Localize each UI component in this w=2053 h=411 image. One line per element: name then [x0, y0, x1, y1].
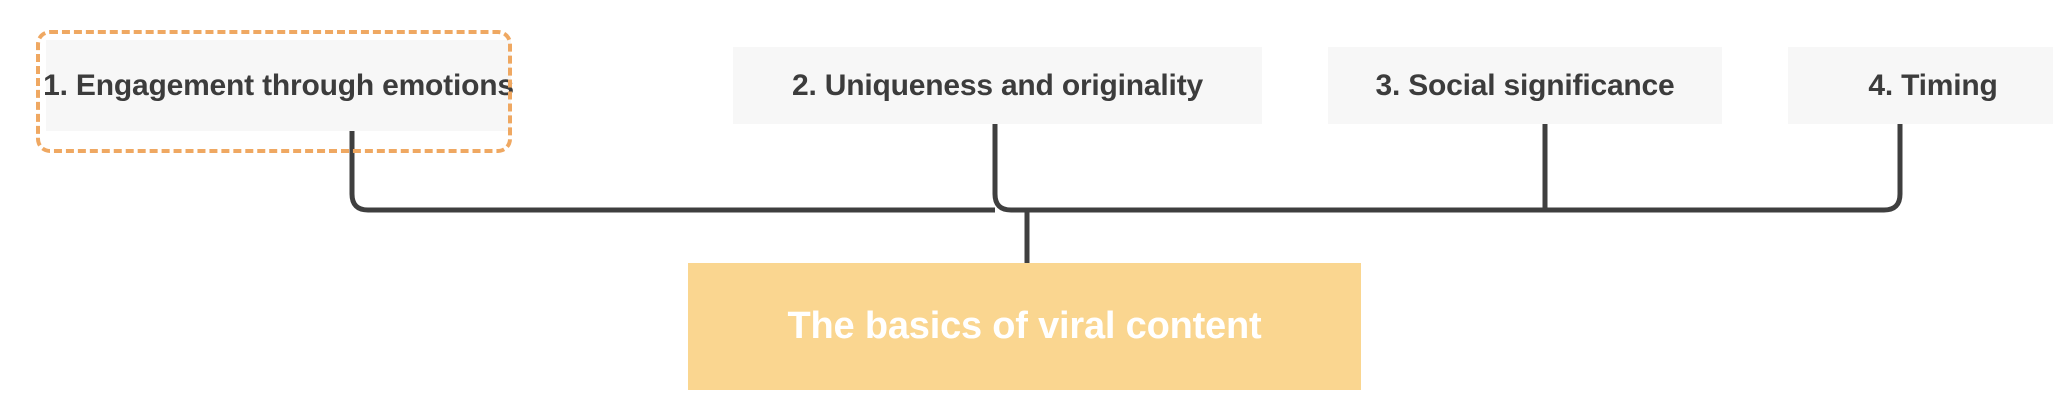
node-label: 1. Engagement through emotions: [43, 68, 514, 102]
node-uniqueness-and-originality[interactable]: 2. Uniqueness and originality: [733, 47, 1262, 124]
node-social-significance[interactable]: 3. Social significance: [1328, 47, 1722, 124]
connector-bus-right: [1545, 124, 1903, 213]
root-node-label: The basics of viral content: [787, 305, 1262, 347]
node-label: 4. Timing: [1868, 68, 1998, 102]
node-label: 3. Social significance: [1375, 68, 1675, 102]
root-node-basics-of-viral-content[interactable]: The basics of viral content: [688, 263, 1361, 390]
connector-node-1: [349, 131, 995, 213]
node-engagement-through-emotions[interactable]: 1. Engagement through emotions: [43, 40, 514, 131]
connector-node-2: [992, 124, 1545, 213]
node-timing[interactable]: 4. Timing: [1788, 47, 2053, 124]
node-label: 2. Uniqueness and originality: [792, 68, 1203, 102]
